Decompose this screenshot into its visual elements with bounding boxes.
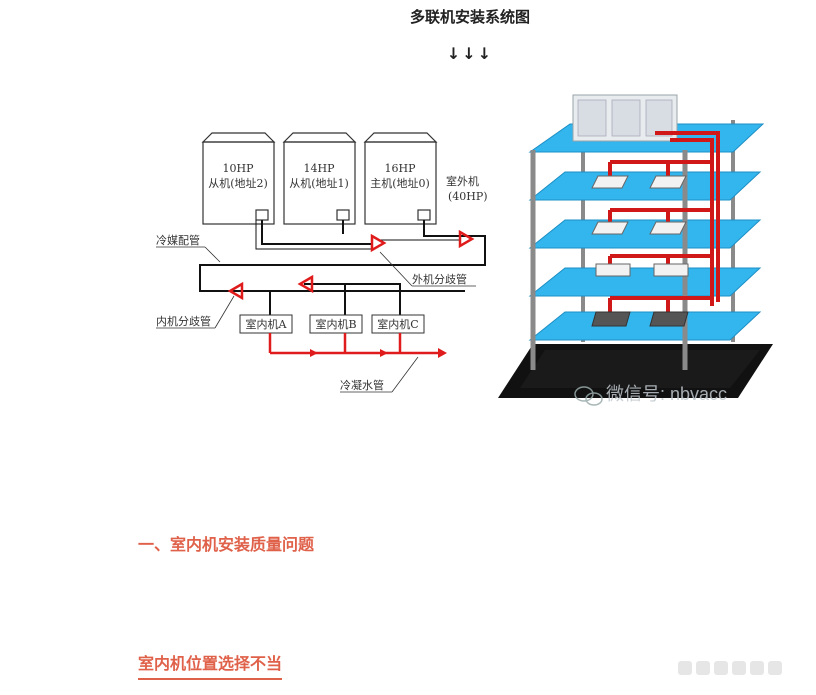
- refrigerant-pipe-label: 冷媒配管: [156, 233, 200, 247]
- watermark-text: 微信号: nbvacc: [606, 384, 727, 404]
- watermark: 微信号: nbvacc: [574, 384, 727, 406]
- svg-text:室内机A: 室内机A: [246, 317, 288, 331]
- indoor-unit-b: 室内机B: [309, 314, 363, 334]
- unit-role: 从机(地址2): [208, 176, 268, 190]
- pager-dot: [714, 661, 728, 675]
- pager-dots: [678, 660, 786, 679]
- outdoor-unit-2: 14HP 从机(地址1): [282, 132, 357, 225]
- refrigerant-piping: [199, 220, 486, 315]
- unit-capacity: 14HP: [304, 162, 336, 175]
- outdoor-label: 室外机: [446, 174, 479, 188]
- page-title: 多联机安装系统图: [409, 8, 530, 26]
- outdoor-unit-1: 10HP 从机(地址2): [201, 132, 276, 225]
- unit-role: 从机(地址1): [289, 176, 349, 190]
- indoor-branch-label: 内机分歧管: [156, 314, 211, 328]
- indoor-unit-c: 室内机C: [371, 314, 425, 334]
- unit-role: 主机(地址0): [370, 176, 430, 190]
- pager-dot: [696, 661, 710, 675]
- svg-text:室内机C: 室内机C: [377, 317, 418, 331]
- outdoor-unit-3: 16HP 主机(地址0): [363, 132, 438, 225]
- svg-text:室内机B: 室内机B: [315, 317, 356, 331]
- pager-dot: [768, 661, 782, 675]
- unit-capacity: 16HP: [385, 162, 417, 175]
- building-illustration: [498, 94, 773, 398]
- condensate-piping: [268, 333, 447, 358]
- down-arrows: ↓↓↓: [446, 44, 494, 63]
- outdoor-branch-label: 外机分歧管: [412, 272, 467, 286]
- pager-dot: [678, 661, 692, 675]
- indoor-unit-a: 室内机A: [239, 314, 293, 334]
- subheading: 室内机位置选择不当: [138, 650, 283, 680]
- pager-dot: [732, 661, 746, 675]
- branch-joints: [227, 229, 475, 301]
- pager-dot: [750, 661, 764, 675]
- condensate-pipe-label: 冷凝水管: [340, 378, 384, 392]
- outdoor-capacity-label: (40HP): [448, 190, 488, 203]
- unit-capacity: 10HP: [223, 162, 255, 175]
- section-heading: 一、室内机安装质量问题: [138, 535, 315, 554]
